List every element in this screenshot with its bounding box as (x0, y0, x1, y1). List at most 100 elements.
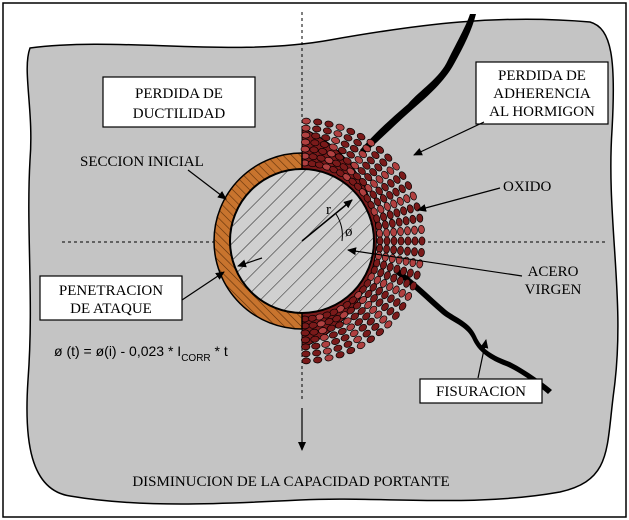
oxide-nodule (383, 236, 391, 246)
oxide-nodule (398, 302, 407, 311)
oxide-nodule (404, 181, 413, 190)
formula-rhs: * t (211, 343, 228, 359)
crack-lower (396, 270, 552, 394)
oxide-nodule (375, 328, 384, 337)
oxide-nodule (346, 127, 356, 135)
penetracion-line2: DE ATAQUE (70, 301, 152, 317)
oxide-nodule (375, 286, 383, 296)
oxide-nodule (310, 335, 320, 343)
oxide-nodule (383, 244, 390, 254)
oxide-nodule (346, 323, 355, 331)
oxide-nodule (383, 228, 390, 238)
oxide-nodule (312, 125, 322, 133)
oxide-nodule (398, 184, 406, 194)
oxide-nodule (396, 276, 404, 286)
oxide-nodule (411, 247, 418, 257)
fisuracion-arrow (477, 339, 489, 379)
seccion-inicial-label: SECCION INICIAL (80, 154, 204, 170)
oxide-nodule (381, 302, 389, 312)
oxide-nodule (362, 144, 371, 153)
oxide-nodule (357, 307, 366, 315)
oxide-nodule (403, 278, 411, 288)
oxide-nodule (328, 331, 338, 339)
formula-subscript: CORR (181, 353, 210, 364)
oxide-nodule (357, 167, 366, 175)
oxide-nodule (340, 140, 350, 148)
oxide-nodule (362, 312, 371, 321)
oxide-nodule (395, 217, 403, 227)
oxide-nodule (386, 282, 394, 292)
oxide-nodule (404, 246, 411, 256)
oxide-nodule (416, 213, 424, 223)
oxide-nodule (358, 150, 367, 158)
oxide-nodule (384, 320, 393, 329)
oxide-nodule (333, 344, 343, 352)
disminucion-label: DISMINUCION DE LA CAPACIDAD PORTANTE (132, 474, 449, 490)
oxide-nodule (322, 127, 332, 135)
oxide-nodule (337, 147, 347, 155)
oxide-nodule (375, 175, 384, 184)
oxide-nodule (346, 347, 356, 355)
oxide-nodule (356, 341, 366, 350)
oxide-nodule (371, 151, 380, 160)
oxide-nodule (301, 117, 311, 125)
oxide-nodule (388, 218, 396, 228)
oxide-nodule (343, 134, 353, 142)
oxide-nodule (300, 329, 310, 337)
oxide-nodule (379, 315, 388, 324)
perdida-adherencia-line1: PERDIDA DE (498, 68, 586, 84)
oxide-nodule (311, 342, 321, 350)
oxide-nodule (333, 130, 343, 138)
acero-virgen-line2: VIRGEN (525, 282, 582, 298)
oxide-nodule (301, 131, 311, 139)
oxide-nodule (386, 307, 395, 316)
oxide-nodule (349, 145, 359, 153)
seccion-inicial-arrow (187, 169, 227, 200)
oxide-nodule (309, 146, 319, 154)
oxide-nodule (366, 335, 375, 344)
oxide-nodule (354, 318, 363, 326)
oxide-nodule (418, 236, 426, 246)
oxide-nodule (309, 328, 319, 336)
oxide-nodule (397, 226, 404, 237)
oxide-nodule (375, 298, 384, 307)
oxide-nodule (319, 334, 329, 341)
oxide-nodule (409, 191, 417, 201)
oxide-nodule (406, 204, 414, 214)
oxide-nodule (364, 300, 373, 309)
oxide-nodule (390, 273, 398, 283)
perdida-ductilidad-box (102, 76, 256, 128)
oxide-nodule (411, 225, 418, 235)
oxide-nodule (337, 327, 347, 335)
oxide-nodule (418, 224, 425, 235)
oxide-nodule (318, 327, 328, 335)
acero-virgen-arrow (347, 247, 523, 277)
oxide-nodule (346, 151, 355, 159)
oxide-nodule (350, 161, 359, 170)
radius-arrow (301, 199, 353, 242)
oxide-nodule (318, 147, 328, 155)
oxide-nodule (322, 347, 332, 355)
oxide-nodule (406, 268, 414, 278)
oxide-nodule (335, 153, 344, 161)
oxide-nodule (386, 210, 394, 220)
oxide-nodule (340, 334, 350, 342)
oxide-nodule (319, 141, 329, 148)
oxide-nodule (398, 171, 407, 180)
oxide-nodule (350, 312, 359, 321)
oxide-nodule (354, 156, 363, 164)
oxide-nodule (379, 194, 388, 203)
oxido-label: OXIDO (503, 179, 551, 195)
formula: ø (t) = ø(i) - 0,023 * ICORR * t (54, 343, 228, 364)
oxide-nodule (371, 322, 380, 331)
oxide-nodule (375, 145, 384, 154)
oxide-nodule (300, 138, 311, 146)
oxide-nodule (311, 132, 321, 140)
oxide-nodule (404, 292, 413, 301)
oxide-nodule (374, 163, 383, 172)
oxide-nodule (375, 186, 383, 196)
oxide-nodule (366, 156, 375, 165)
oxide-nodule (384, 153, 393, 162)
oxide-nodule (312, 349, 322, 357)
penetracion-arrow (181, 271, 225, 301)
